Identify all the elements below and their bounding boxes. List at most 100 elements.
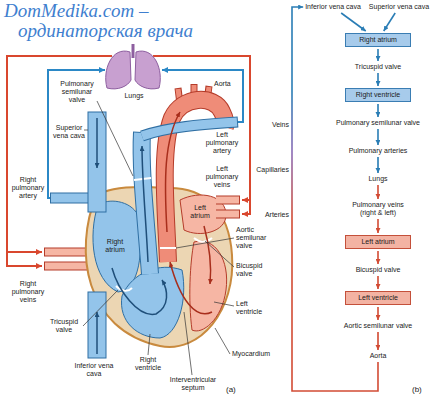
flow-arrow <box>377 276 379 289</box>
pulmonary-trunk <box>142 133 150 274</box>
leader-line <box>184 312 192 375</box>
step-text: Lungs <box>368 175 387 183</box>
step-text: Tricuspid valve <box>355 63 401 71</box>
flow-arrow <box>377 251 379 264</box>
flow-arrow <box>377 49 379 61</box>
part-label: Aortic semilunar valve <box>236 226 270 250</box>
panel-letter: (b) <box>412 385 432 395</box>
blood-flow-arrow <box>165 112 180 232</box>
blood-flow-arrow <box>96 118 98 168</box>
part-label: Tricuspid valve <box>46 318 82 334</box>
flow-arrow <box>377 157 379 173</box>
vessel-label: Capillaries <box>251 166 289 174</box>
step-text: Pulmonary semilunar valve <box>336 119 420 127</box>
part-label: Left pulmonary artery <box>204 131 240 155</box>
blood-flow-arrow <box>112 268 167 314</box>
part-label: Right pulmonary artery <box>10 176 46 200</box>
flow-step: Bicuspid valve <box>356 266 401 274</box>
chamber-box: Right ventricle <box>345 88 411 102</box>
flow-arrow <box>377 73 379 86</box>
lungs-shape <box>106 51 131 89</box>
part-label: Left atrium <box>187 204 213 220</box>
vessel-label: Veins <box>251 121 289 129</box>
leader-line <box>205 241 234 267</box>
step-text: Aorta <box>370 352 387 360</box>
flow-arrow <box>377 332 379 350</box>
valve-mark <box>160 247 176 249</box>
part-label: Inferior vena cava <box>70 362 118 378</box>
leader-line <box>214 302 234 306</box>
part-label: Interventricular septum <box>162 376 224 392</box>
step-text: Pulmonary arteries <box>349 147 408 155</box>
circulation-loop-line <box>242 199 250 201</box>
leader-line <box>176 238 234 248</box>
part-label: Lungs <box>116 92 152 100</box>
flow-arrow <box>377 104 379 117</box>
vena-cava <box>88 292 106 358</box>
left-pulmonary-veins <box>216 200 240 214</box>
flow-arrow <box>377 129 379 145</box>
leader-line <box>148 334 150 355</box>
circulation-loop-line <box>7 251 42 253</box>
flow-arrow <box>341 13 366 31</box>
part-label: Left ventricle <box>236 300 270 316</box>
flow-step: Aortic semilunar valve <box>344 322 412 330</box>
step-text: Superior vena cava <box>369 3 429 11</box>
flow-step: Inferior vena cava <box>305 3 361 11</box>
right-atrium-chamber <box>93 201 141 292</box>
blood-flow-arrow <box>170 262 212 314</box>
blood-flow-arrow <box>97 112 212 354</box>
flow-step: Superior vena cava <box>369 3 429 11</box>
vena-cava <box>88 112 106 212</box>
lungs-shape <box>132 44 135 58</box>
flow-arrow <box>377 185 379 199</box>
step-text: Aortic semilunar valve <box>344 322 412 330</box>
part-label: Left pulmonary veins <box>204 165 240 189</box>
flow-arrow <box>377 219 379 233</box>
step-text: Right ventricle <box>348 91 408 99</box>
panel-letter: (a) <box>226 385 246 395</box>
leader-line <box>84 130 88 131</box>
vessel-label: Arteries <box>251 211 289 219</box>
blood-flow-arrow <box>142 146 148 262</box>
flow-arrow <box>384 13 395 31</box>
part-label: Right atrium <box>101 238 129 254</box>
flow-step: Pulmonary arteries <box>349 147 408 155</box>
leader-line <box>97 101 133 176</box>
part-label: Right pulmonary veins <box>10 280 46 304</box>
flow-step: Pulmonary veins (right & left) <box>346 201 410 217</box>
watermark: DomMedika.com – <box>4 0 149 21</box>
left-ventricle-chamber <box>190 241 227 331</box>
leader-line <box>215 328 230 354</box>
part-label: Pulmonary semilunar valve <box>58 80 96 104</box>
lungs-shape <box>135 51 160 89</box>
lungs-shape <box>106 44 161 89</box>
flow-step: Lungs <box>368 175 387 183</box>
watermark: ординаторская врача <box>18 20 193 41</box>
vena-cava <box>88 112 106 358</box>
flow-step: Pulmonary semilunar valve <box>336 119 420 127</box>
step-text: Right atrium <box>348 36 408 44</box>
blood-flow-arrow <box>96 312 98 354</box>
part-label: Superior vena cava <box>52 124 86 140</box>
flow-step: Tricuspid valve <box>355 63 401 71</box>
step-text: Left ventricle <box>348 294 408 302</box>
left-pulmonary-veins <box>216 200 239 214</box>
leader-line <box>83 290 118 326</box>
step-text: Left atrium <box>348 238 408 246</box>
part-label: Myocardium <box>232 350 276 358</box>
left-pulmonary-veins <box>216 200 240 214</box>
part-label: Bicuspid valve <box>236 262 270 278</box>
step-text: Pulmonary veins (right & left) <box>346 201 410 217</box>
part-label: Aorta <box>214 80 244 88</box>
valve-mark <box>194 238 212 242</box>
chamber-box: Right atrium <box>345 33 411 47</box>
pulmonary-trunk <box>142 132 150 274</box>
blood-flow-arrow <box>204 226 211 284</box>
valve-mark <box>116 178 212 291</box>
valve-mark <box>116 286 132 291</box>
chamber-box: Left ventricle <box>345 291 411 305</box>
